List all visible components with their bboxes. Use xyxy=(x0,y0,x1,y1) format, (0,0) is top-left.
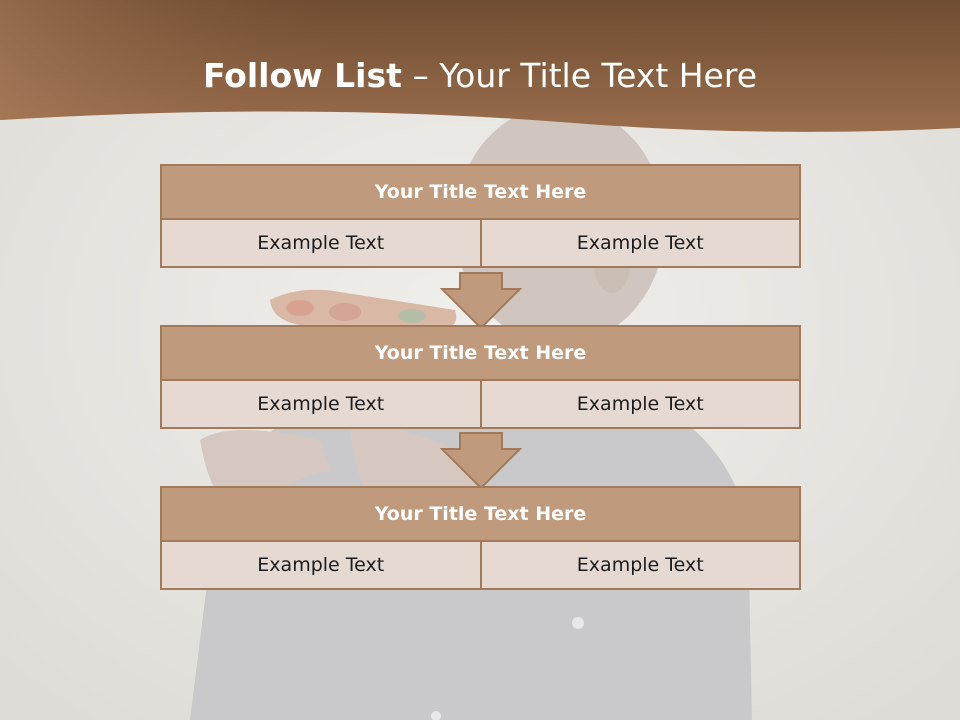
block-cell-left: Example Text xyxy=(160,381,482,429)
block-cell-right: Example Text xyxy=(481,542,801,590)
block-cell-left: Example Text xyxy=(160,542,482,590)
block-cell-right: Example Text xyxy=(481,220,801,268)
block-title: Your Title Text Here xyxy=(160,486,801,542)
list-block-3: Your Title Text Here Example Text Exampl… xyxy=(160,486,801,590)
slide-title-rest: – Your Title Text Here xyxy=(412,56,758,95)
header-band xyxy=(0,0,960,132)
block-title: Your Title Text Here xyxy=(160,325,801,381)
down-arrow-icon xyxy=(440,432,522,490)
block-cell-right: Example Text xyxy=(481,381,801,429)
block-title: Your Title Text Here xyxy=(160,164,801,220)
block-row: Example Text Example Text xyxy=(160,220,801,268)
slide-title: Follow List – Your Title Text Here xyxy=(0,56,960,96)
block-row: Example Text Example Text xyxy=(160,381,801,429)
list-block-1: Your Title Text Here Example Text Exampl… xyxy=(160,164,801,268)
block-cell-left: Example Text xyxy=(160,220,482,268)
down-arrow-icon xyxy=(440,272,522,330)
list-block-2: Your Title Text Here Example Text Exampl… xyxy=(160,325,801,429)
block-row: Example Text Example Text xyxy=(160,542,801,590)
slide-title-bold: Follow List xyxy=(202,56,402,95)
